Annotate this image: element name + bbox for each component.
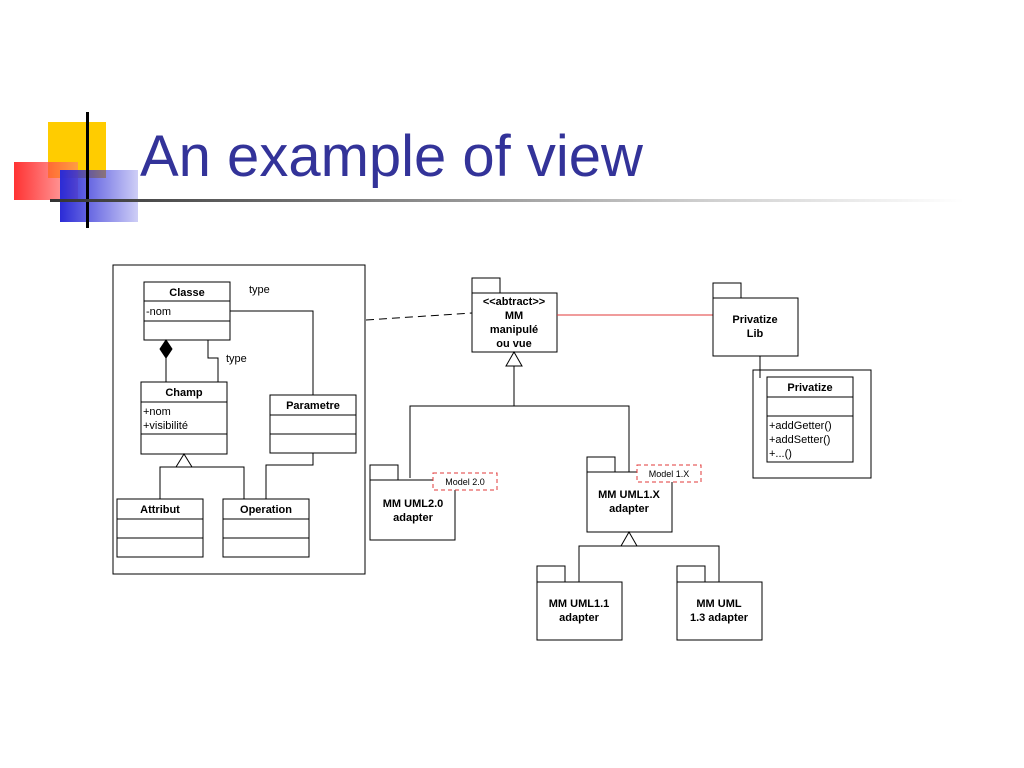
- uml1x-line-2: adapter: [609, 503, 649, 515]
- uml11-line-2: adapter: [559, 612, 599, 624]
- package-mm-abstract: [471, 277, 558, 353]
- privatize-frame: [752, 369, 872, 479]
- generalization-lines-champ: [159, 466, 245, 499]
- attribut-name: Attribut: [140, 504, 180, 516]
- type-link-parametre: [230, 310, 314, 395]
- generalization-arrow-mm: [505, 350, 523, 367]
- type-link-champ: [207, 340, 219, 382]
- inherit-line-uml20: [409, 366, 515, 478]
- classe-attr: -nom: [146, 306, 171, 318]
- composition-diamond: [159, 339, 173, 359]
- parametre-name: Parametre: [286, 400, 340, 412]
- uml1x-tag-text: Model 1.X: [649, 469, 690, 479]
- inherit-lines-uml1x: [578, 545, 720, 582]
- mm-line-2: MM: [505, 310, 523, 322]
- package-uml11: [536, 565, 623, 641]
- privatize-lib-line-1: Privatize: [732, 314, 777, 326]
- classe-name: Classe: [169, 287, 204, 299]
- champ-attr-1: +nom: [143, 406, 171, 418]
- generalization-arrow-uml1x: [620, 530, 638, 547]
- uml11-line-1: MM UML1.1: [549, 598, 610, 610]
- mm-line-1: <<abtract>>: [483, 296, 545, 308]
- mm-line-4: ou vue: [496, 338, 531, 350]
- champ-attr-2: +visibilité: [143, 420, 188, 432]
- tag-model-1x: [636, 464, 702, 483]
- decor-blue-square: [60, 170, 138, 222]
- uml13-line-2: 1.3 adapter: [690, 612, 749, 624]
- uml20-tag-text: Model 2.0: [445, 477, 485, 487]
- class-attribut: [116, 498, 204, 558]
- slide-title: An example of view: [140, 124, 643, 189]
- privatize-method-3: +...(): [769, 448, 792, 460]
- operation-name: Operation: [240, 504, 292, 516]
- tag-model-20: [432, 472, 498, 491]
- uml13-line-1: MM UML: [696, 598, 741, 610]
- privatize-class-name: Privatize: [787, 382, 832, 394]
- uml20-line-2: adapter: [393, 512, 433, 524]
- privatize-method-1: +addGetter(): [769, 420, 832, 432]
- param-operation-link: [265, 453, 314, 499]
- uml20-line-1: MM UML2.0: [383, 498, 444, 510]
- champ-name: Champ: [165, 387, 203, 399]
- generalization-arrow-champ: [175, 453, 193, 468]
- mm-line-3: manipulé: [490, 324, 538, 336]
- decor-vertical-line: [86, 112, 89, 228]
- package-uml13: [676, 565, 763, 641]
- privatize-lib-line-2: Lib: [747, 328, 764, 340]
- type-label-mid: type: [226, 353, 247, 365]
- title-underline: [50, 199, 964, 202]
- package-privatize-lib: [712, 282, 799, 357]
- class-privatize: [766, 376, 854, 463]
- class-operation: [222, 498, 310, 558]
- left-frame: [112, 264, 366, 575]
- inherit-line-uml1x: [514, 405, 630, 474]
- privatize-method-2: +addSetter(): [769, 434, 830, 446]
- dashed-link: [365, 312, 473, 321]
- type-label-top: type: [249, 284, 270, 296]
- uml1x-line-1: MM UML1.X: [598, 489, 660, 501]
